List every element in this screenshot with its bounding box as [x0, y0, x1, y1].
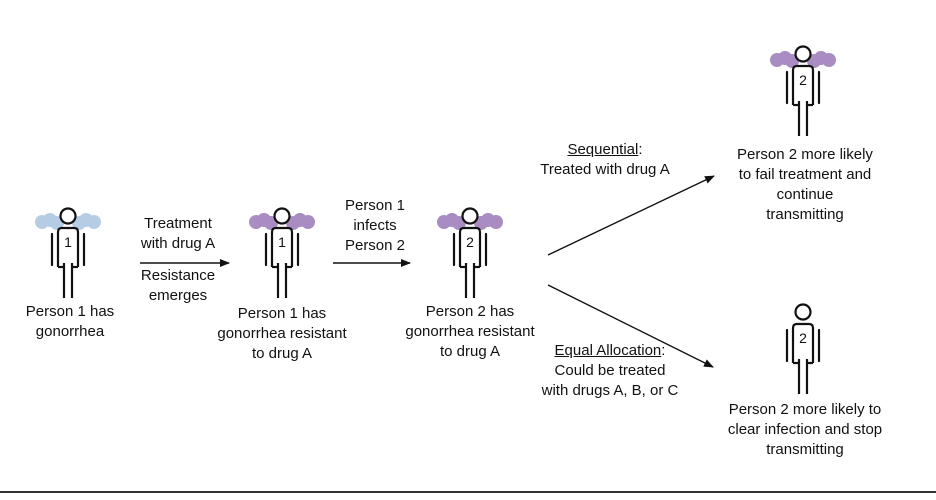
person-2-equal-figure: 2 [785, 303, 821, 394]
torso [791, 64, 815, 105]
equal-allocation-arrow [547, 284, 714, 368]
person-number: 2 [799, 330, 807, 346]
person-number: 1 [278, 234, 286, 250]
torso [56, 226, 80, 267]
sequential-title: Sequential [567, 141, 639, 158]
person-number: 2 [466, 234, 474, 250]
person-number: 2 [799, 72, 807, 88]
equal-allocation-title: Equal Allocation [554, 342, 662, 359]
sequential-arrow [547, 175, 715, 256]
torso [458, 226, 482, 267]
head [59, 207, 77, 225]
torso [270, 226, 294, 267]
torso [791, 322, 815, 363]
person-2-resistant-figure: 2 [437, 207, 503, 298]
head [461, 207, 479, 225]
bottom-divider [0, 491, 936, 493]
sequential-label: Sequential: Treated with drug A [540, 141, 670, 178]
person-1-initial-figure: 1 [35, 207, 101, 298]
head [794, 45, 812, 63]
head [794, 303, 812, 321]
person-1-resistant-figure: 1 [249, 207, 315, 298]
head [273, 207, 291, 225]
resistant-bacteria-icon [770, 51, 836, 68]
person-2-sequential-figure: 2 [770, 45, 836, 136]
person-number: 1 [64, 234, 72, 250]
